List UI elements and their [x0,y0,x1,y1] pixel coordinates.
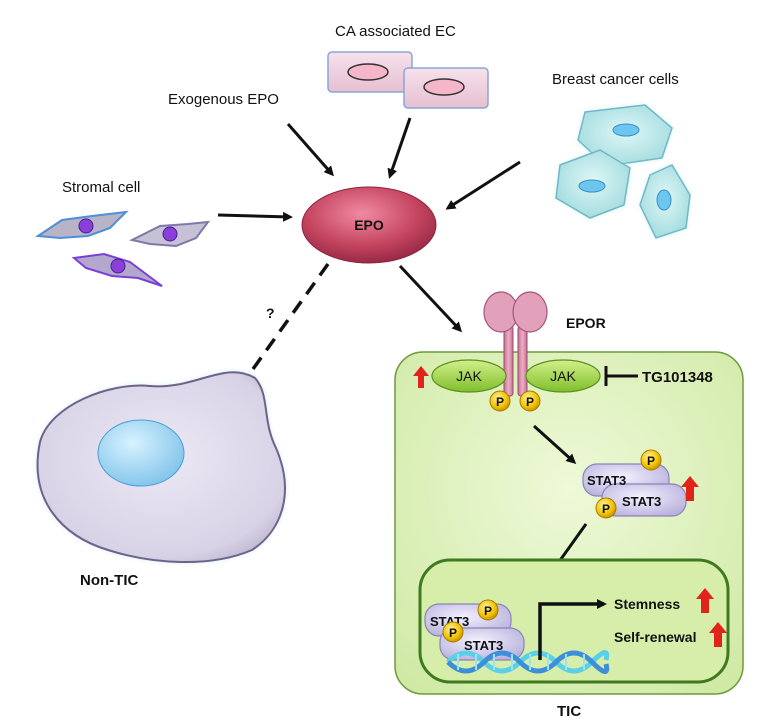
exogenous-epo-label: Exogenous EPO [168,91,279,108]
stat3-nuc-bottom-label: STAT3 [464,638,503,653]
arrow-exogenous-to-epo [286,123,334,177]
stat3-bottom-label: STAT3 [622,494,661,509]
phospho-icon: P [489,390,511,412]
epo-label: EPO [354,217,384,233]
jak-right: JAK [525,359,601,393]
up-arrow-icon [681,476,699,501]
non-tic-nucleus [97,419,185,487]
epor-label: EPOR [566,315,606,331]
arrow-bc-to-epo [445,160,521,210]
arrow-stromal-to-epo [217,211,293,222]
non-tic-cell [36,371,286,564]
stemness-label: Stemness [614,596,680,612]
svg-text:P: P [484,604,492,618]
non-tic-label: Non-TIC [80,572,138,589]
arrow-epo-to-epor [398,264,463,333]
stat3-top-label: STAT3 [587,473,626,488]
dna-helix-icon [446,650,610,674]
phospho-icon: P [640,449,662,471]
stromal-cell-label: Stromal cell [62,179,140,196]
up-arrow-icon [709,622,727,647]
svg-text:P: P [496,395,504,409]
up-arrow-icon [413,366,429,388]
svg-text:P: P [526,395,534,409]
jak-left: JAK [431,359,507,393]
question-label: ? [266,305,275,321]
svg-text:P: P [449,626,457,640]
arrow-jak-to-stat3 [532,424,577,465]
up-arrow-icon [696,588,714,613]
arrow-ec-to-epo [387,117,412,179]
arrow-epo-to-non-tic [236,262,330,393]
phospho-icon: P [477,599,499,621]
jak-left-label: JAK [456,368,482,384]
breast-cancer-cells [555,104,691,239]
phospho-icon: P [442,621,464,643]
phospho-icon: P [595,497,617,519]
epo-molecule: EPO [301,186,437,264]
svg-text:P: P [602,502,610,516]
ca-endothelial-cells [327,51,489,109]
transcription-arrow [538,599,607,660]
svg-text:P: P [647,454,655,468]
breast-cancer-label: Breast cancer cells [552,71,679,88]
epor-receptor [483,291,548,397]
stat3-dimer-cytoplasm: STAT3 STAT3 P P [582,449,687,519]
ca-ec-label: CA associated EC [335,23,456,40]
self-renewal-label: Self-renewal [614,629,696,645]
stromal-cells [35,210,211,287]
phospho-icon: P [519,390,541,412]
tic-label: TIC [557,703,581,720]
tg101348-label: TG101348 [642,369,713,386]
jak-right-label: JAK [550,368,576,384]
